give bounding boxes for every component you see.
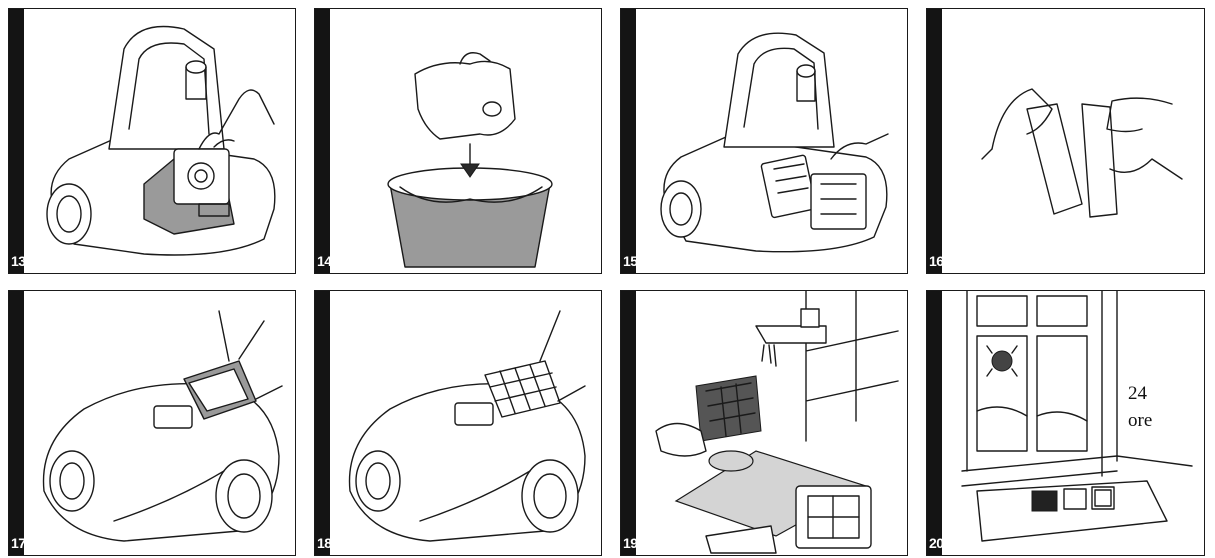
drying-time-hours: 24 <box>1128 380 1152 407</box>
panel-16: 16 <box>926 8 1205 274</box>
vacuum-filter-frame-icon <box>636 9 907 273</box>
step-tab <box>621 9 636 273</box>
panel-14: 14 <box>314 8 602 274</box>
step-tab <box>315 9 330 273</box>
step-tab <box>9 9 24 273</box>
drying-time-unit: ore <box>1128 407 1152 434</box>
step-tab <box>315 291 330 555</box>
filter-separation-icon <box>942 9 1204 273</box>
panel-18: 18 <box>314 290 602 556</box>
step-tab <box>9 291 24 555</box>
panel-20: 20 <box>926 290 1205 556</box>
panel-19: 19 <box>620 290 908 556</box>
vacuum-lid-filter-icon <box>24 291 295 555</box>
panel-17: 17 <box>8 290 296 556</box>
drying-time-caption: 24 ore <box>1128 380 1152 434</box>
filter-drying-window-icon <box>942 291 1204 555</box>
step-tab <box>621 291 636 555</box>
vacuum-open-bag-removal-icon <box>24 9 295 273</box>
filter-washing-tap-icon <box>636 291 907 555</box>
bag-into-bin-icon <box>330 9 601 273</box>
step-tab <box>927 9 942 273</box>
step-tab <box>927 291 942 555</box>
panel-13: 13 <box>8 8 296 274</box>
vacuum-grille-filter-icon <box>330 291 601 555</box>
panel-15: 15 <box>620 8 908 274</box>
